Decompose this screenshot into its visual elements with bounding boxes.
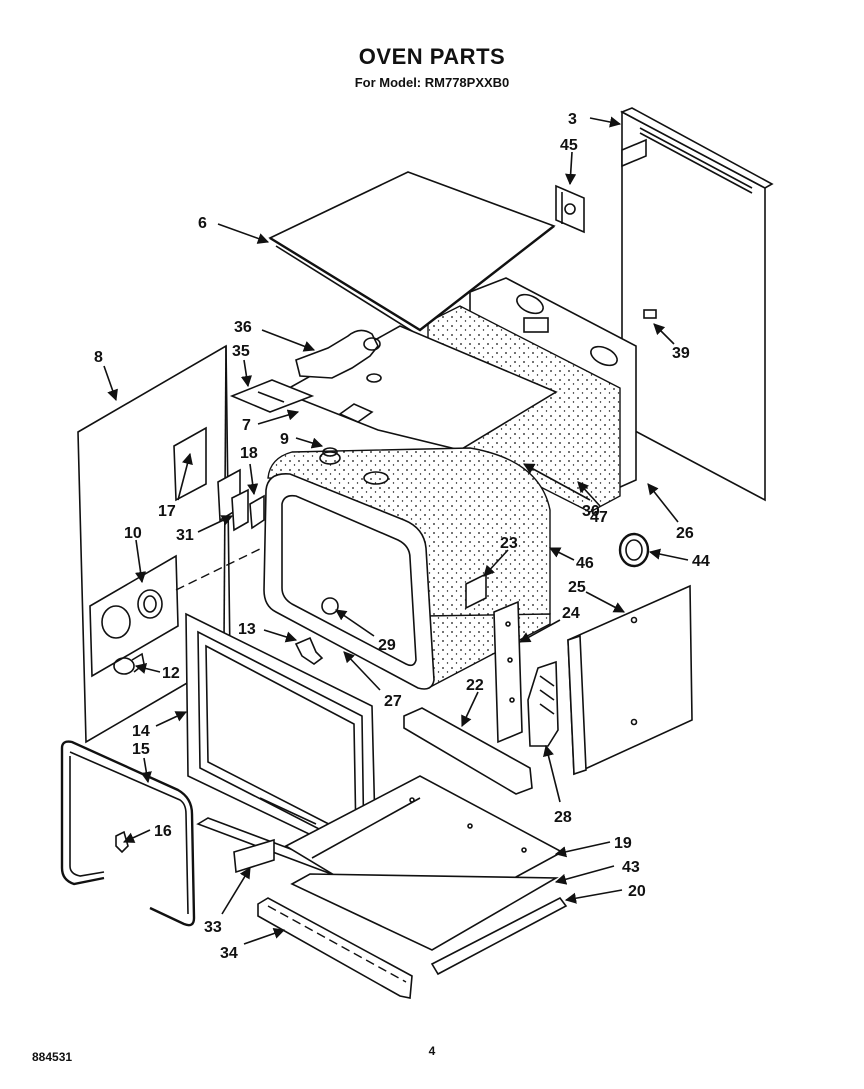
- callout-9: 9: [280, 431, 289, 448]
- diagram-title: OVEN PARTS: [358, 44, 506, 69]
- callout-44: 44: [692, 553, 710, 570]
- part-front-frame: [263, 473, 435, 690]
- callout-8: 8: [94, 349, 103, 366]
- callout-10: 10: [124, 525, 142, 542]
- part-kick-grille: [257, 897, 413, 999]
- callout-46: 46: [576, 555, 594, 572]
- callout-20: 20: [628, 883, 646, 900]
- callout-28: 28: [554, 809, 572, 826]
- callout-29: 29: [378, 637, 396, 654]
- callout-35: 35: [232, 343, 250, 360]
- callout-3: 3: [568, 111, 577, 128]
- callout-13: 13: [238, 621, 256, 638]
- part-hinge-bracket: [493, 600, 523, 744]
- callout-7: 7: [242, 417, 251, 434]
- callout-27: 27: [384, 693, 402, 710]
- callout-19: 19: [614, 835, 632, 852]
- part-door-gasket: [60, 740, 196, 927]
- callout-12: 12: [162, 665, 180, 682]
- part-door-latch: [294, 636, 324, 665]
- part-side-rail: [403, 707, 533, 795]
- callout-31: 31: [176, 527, 194, 544]
- callout-6: 6: [198, 215, 207, 232]
- callout-30: 30: [582, 503, 600, 520]
- part-hinge: [527, 660, 559, 747]
- callout-24: 24: [562, 605, 580, 622]
- part-bracket: [555, 184, 585, 234]
- callout-23: 23: [500, 535, 518, 552]
- callout-16: 16: [154, 823, 172, 840]
- callout-26: 26: [676, 525, 694, 542]
- document-number: 884531: [32, 1050, 73, 1064]
- callout-45: 45: [560, 137, 578, 154]
- callout-43: 43: [622, 859, 640, 876]
- callout-18: 18: [240, 445, 258, 462]
- part-rear-panel: [620, 107, 774, 502]
- part-vent-plate: [229, 379, 315, 413]
- part-vent-duct: [295, 329, 382, 383]
- model-line: For Model: RM778PXXB0: [354, 75, 510, 90]
- callout-15: 15: [132, 741, 150, 758]
- part-bottom-rail: [430, 896, 568, 976]
- callout-labels: 3 45 6 36 35 39 8 7 9 18 17 31 30 47 26 …: [94, 111, 710, 962]
- callout-47: 47: [590, 509, 608, 526]
- callout-33: 33: [204, 919, 222, 936]
- part-light-housing: [89, 547, 263, 678]
- part-small-plate: [465, 572, 487, 610]
- callout-36: 36: [234, 319, 252, 336]
- callout-25: 25: [568, 579, 586, 596]
- callout-14: 14: [132, 723, 150, 740]
- page-number: 4: [428, 1044, 436, 1058]
- callout-39: 39: [672, 345, 690, 362]
- part-clip: [115, 830, 129, 854]
- callout-22: 22: [466, 677, 484, 694]
- part-side-panel-right: [567, 584, 693, 776]
- part-ring-seal: [618, 532, 650, 568]
- part-top-panel: [268, 171, 556, 337]
- callout-17: 17: [158, 503, 176, 520]
- callout-34: 34: [220, 945, 238, 962]
- leader-lines: [103, 116, 689, 945]
